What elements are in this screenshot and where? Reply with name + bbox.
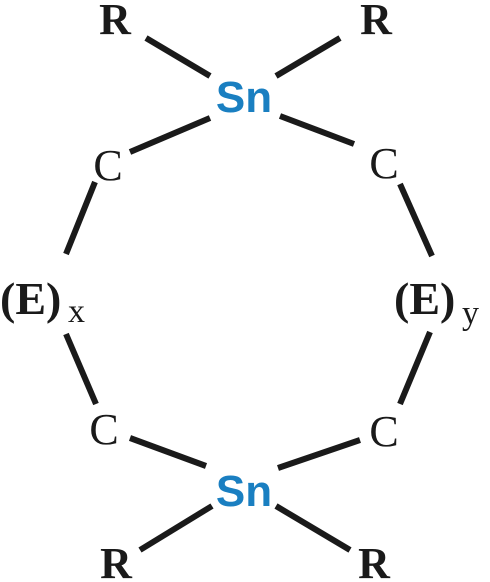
- bond-r-top-right-sn-top: [274, 35, 342, 79]
- bond-c-lower-right-sn-bottom: [277, 437, 361, 471]
- bond-bridge-right-c-lower-right: [397, 330, 433, 406]
- bridge-left-group: (E) x: [0, 273, 85, 330]
- r-top-right-label: R: [360, 0, 393, 44]
- r-top-left-label: R: [99, 0, 132, 44]
- c-lower-right-label: C: [369, 407, 398, 456]
- sn-top-label: Sn: [216, 73, 272, 122]
- bond-c-upper-right-bridge-right: [397, 182, 435, 258]
- c-upper-left-label: C: [93, 141, 122, 190]
- bond-sn-bottom-r-bottom-left: [138, 503, 214, 553]
- c-upper-right-label: C: [369, 139, 398, 188]
- bond-c-upper-left-bridge-left: [63, 180, 98, 256]
- bridge-left-subscript: x: [68, 293, 85, 330]
- bond-r-top-left-sn-top: [144, 35, 212, 79]
- bond-c-lower-left-sn-bottom: [128, 435, 208, 469]
- bond-bridge-left-c-lower-left: [63, 332, 99, 406]
- sn-bottom-label: Sn: [216, 467, 272, 516]
- atom-labels: R R Sn C C (E) x (E) y C C Sn R R: [0, 0, 479, 582]
- c-lower-left-label: C: [89, 405, 118, 454]
- r-bottom-left-label: R: [100, 539, 133, 582]
- bond-sn-bottom-r-bottom-right: [274, 503, 352, 553]
- bridge-left-element: (E): [0, 273, 61, 324]
- bridge-right-group: (E) y: [394, 273, 479, 332]
- bridge-right-subscript: y: [462, 295, 479, 332]
- r-bottom-right-label: R: [358, 539, 391, 582]
- bonds: [63, 35, 435, 553]
- bond-sn-top-c-upper-left: [128, 115, 212, 155]
- bond-sn-top-c-upper-right: [278, 113, 356, 147]
- bridge-right-element: (E): [394, 273, 455, 324]
